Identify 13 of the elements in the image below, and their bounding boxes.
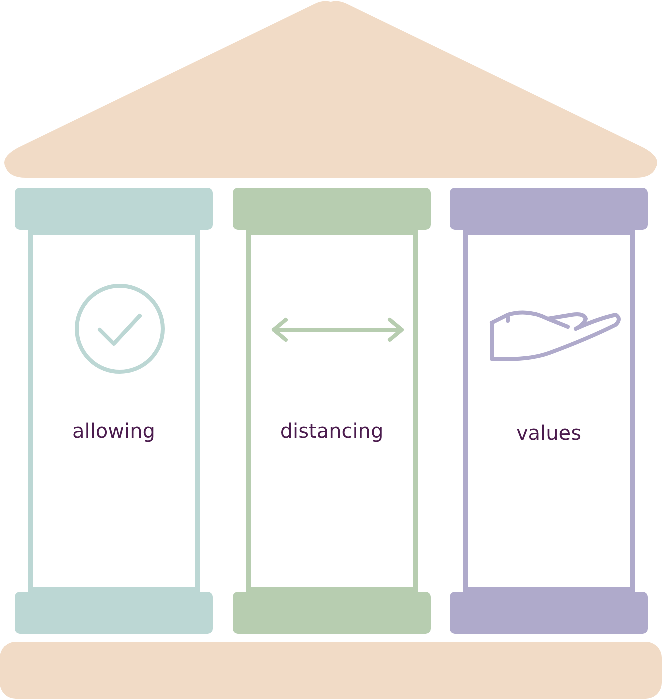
pillar-capital [233, 188, 431, 230]
pillar-plinth [15, 592, 213, 634]
pillar-capital [450, 188, 648, 230]
pillar-shaft [28, 230, 200, 592]
pillar-shaft [463, 230, 635, 592]
pillar-plinth [450, 592, 648, 634]
pillar-label: distancing [280, 419, 384, 443]
pillar-label: values [516, 421, 582, 445]
pillar-capital [15, 188, 213, 230]
pillar-plinth [233, 592, 431, 634]
pillar-shaft [246, 230, 418, 592]
pillar-label: allowing [72, 419, 156, 443]
base-step [0, 642, 662, 699]
